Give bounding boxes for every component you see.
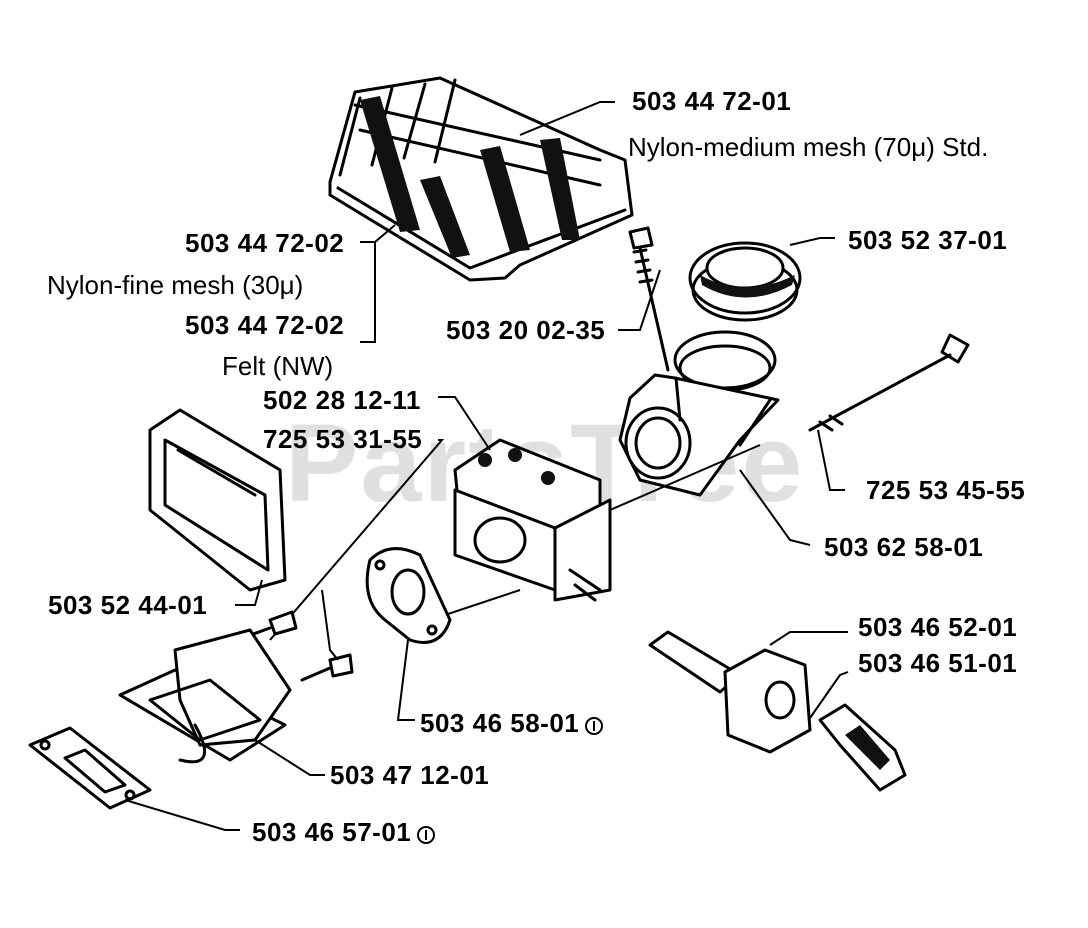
leader-503-44-72-01: [519, 101, 615, 136]
adapter-part[interactable]: [118, 628, 292, 764]
description-felt: Felt (NW): [222, 351, 334, 381]
part-number-503-47-12-01: 503 47 12-01: [330, 760, 490, 790]
part-number-503-46-58-01: 503 46 58-01: [420, 708, 604, 738]
intake-tube-part[interactable]: [648, 630, 907, 792]
long-bolt-part[interactable]: [808, 333, 970, 432]
part-number-503-46-52-01: 503 46 52-01: [858, 612, 1018, 642]
description-nylon-medium-mesh: Nylon-medium mesh (70μ) Std.: [628, 132, 989, 162]
carburetor-part[interactable]: [453, 438, 612, 602]
ring-part[interactable]: [688, 241, 802, 322]
part-number-503-20-02-35: 503 20 02-35: [446, 315, 606, 345]
part-number-503-44-72-02-fine: 503 44 72-02: [185, 228, 345, 258]
air-filter-part[interactable]: [328, 76, 634, 282]
intake-elbow-part[interactable]: [618, 330, 780, 497]
gasket-part[interactable]: [365, 547, 452, 644]
circled-1-icon: [585, 717, 604, 735]
cover-plate-part[interactable]: [148, 408, 287, 592]
part-number-503-52-37-01: 503 52 37-01: [848, 225, 1008, 255]
part-number-503-52-44-01: 503 52 44-01: [48, 590, 208, 620]
bolt-part[interactable]: [628, 226, 670, 372]
part-number-725-53-45-55: 725 53 45-55: [866, 475, 1026, 505]
description-nylon-fine-mesh: Nylon-fine mesh (30μ): [47, 270, 304, 300]
circled-1-icon: [417, 826, 436, 844]
bracket-503-44-72-02: [360, 241, 376, 343]
gasket-lower-part[interactable]: [28, 726, 152, 810]
part-number-503-46-57-01: 503 46 57-01: [252, 817, 436, 847]
part-number-725-53-31-55: 725 53 31-55: [263, 424, 423, 454]
part-number-503-62-58-01: 503 62 58-01: [824, 532, 984, 562]
part-number-503-44-72-02-felt: 503 44 72-02: [185, 310, 345, 340]
part-number-503-44-72-01: 503 44 72-01: [632, 86, 792, 116]
part-number-502-28-12-11: 502 28 12-11: [263, 385, 421, 415]
part-number-503-46-51-01: 503 46 51-01: [858, 648, 1018, 678]
